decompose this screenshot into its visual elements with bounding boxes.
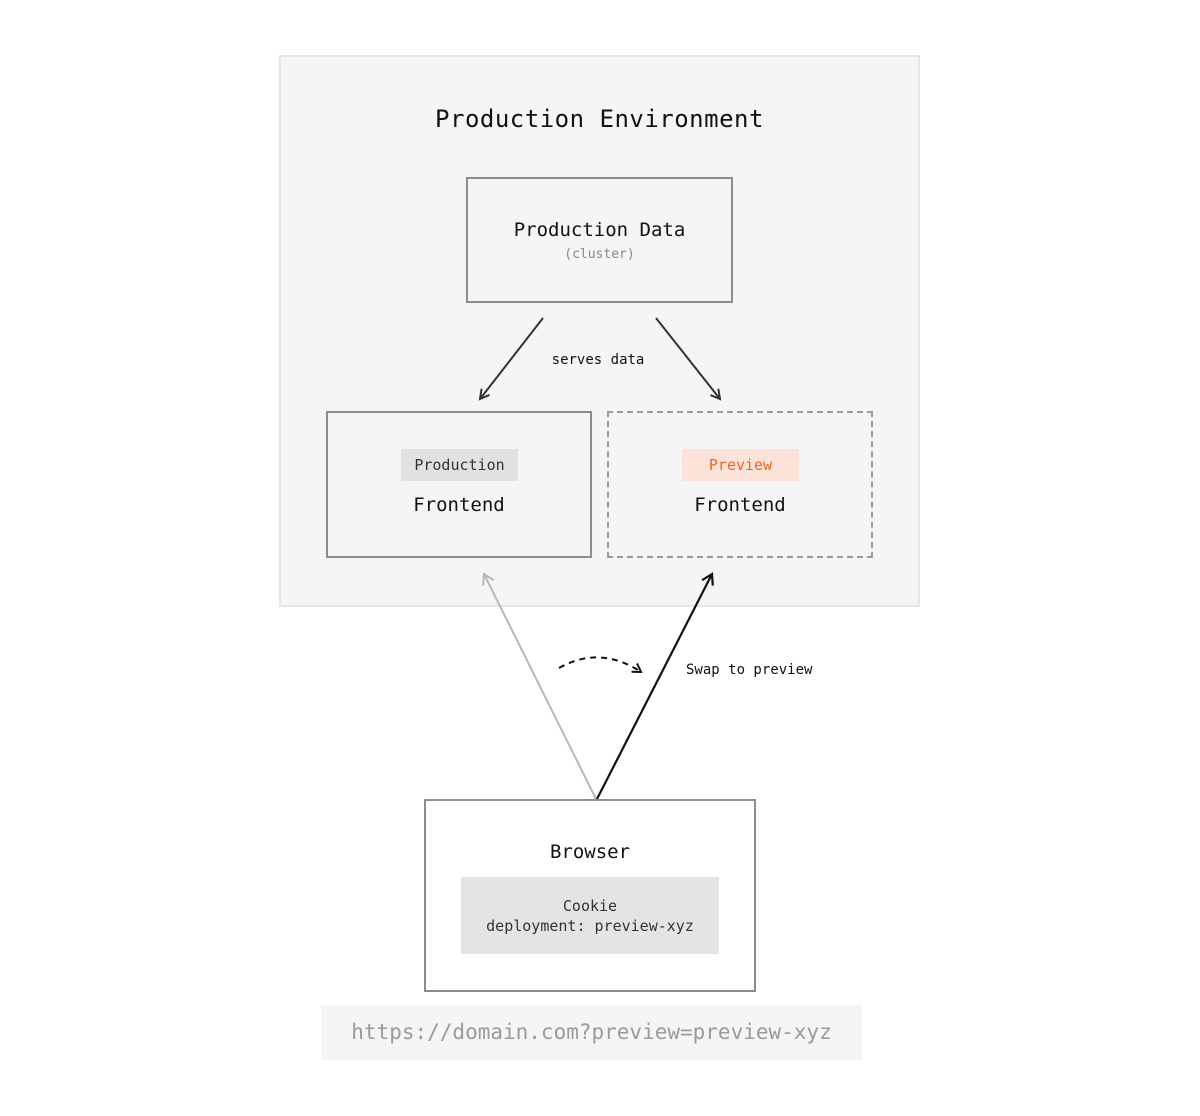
serves-data-label: serves data bbox=[551, 352, 645, 368]
cookie-value: deployment: preview-xyz bbox=[486, 917, 694, 935]
production-data-title: Production Data bbox=[513, 219, 686, 241]
swap-to-preview-label: Swap to preview bbox=[686, 662, 813, 678]
browser-to-production-arrow bbox=[482, 572, 597, 800]
browser-title: Browser bbox=[549, 841, 631, 863]
production-tag: Production bbox=[401, 449, 518, 481]
preview-tag: Preview bbox=[682, 449, 799, 481]
serves-data-arrow-left bbox=[480, 317, 544, 399]
production-frontend-node bbox=[326, 411, 592, 558]
cookie-panel bbox=[461, 877, 719, 954]
production-frontend-title: Frontend bbox=[413, 494, 505, 516]
preview-frontend-node bbox=[607, 411, 873, 558]
cookie-title: Cookie bbox=[562, 897, 618, 915]
production-environment-title: Production Environment bbox=[435, 105, 764, 133]
url-bar: https://domain.com?preview=preview-xyz bbox=[321, 1005, 862, 1060]
production-data-node bbox=[466, 177, 733, 303]
preview-frontend-title: Frontend bbox=[694, 494, 786, 516]
serves-data-arrow-right bbox=[655, 317, 720, 399]
browser-to-preview-arrow bbox=[596, 572, 714, 800]
swap-curve-arrow bbox=[558, 656, 643, 674]
production-data-subtitle: (cluster) bbox=[564, 247, 635, 262]
